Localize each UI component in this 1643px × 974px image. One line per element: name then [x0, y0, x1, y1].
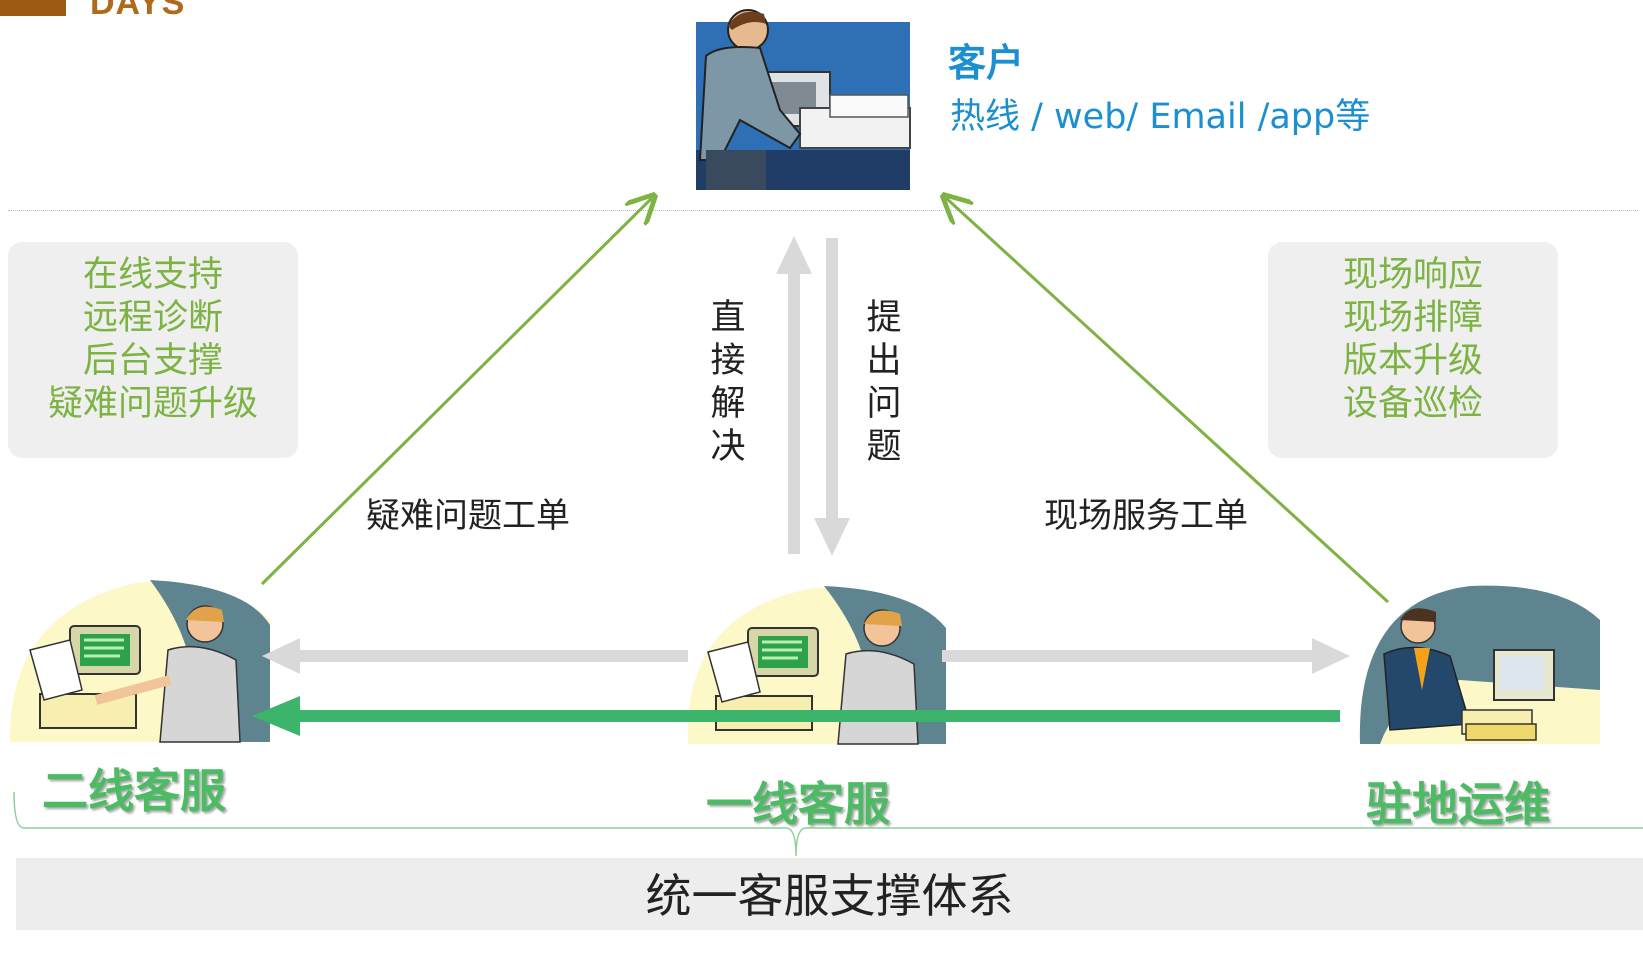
escalate-arrow — [260, 198, 652, 586]
footer-banner: 统一客服支撑体系 — [16, 858, 1643, 930]
to-onsite-gray-arrow — [942, 638, 1350, 674]
logo-bar — [0, 0, 66, 16]
raise-issue-label: 提 出 问 题 — [862, 297, 906, 469]
green-return-arrow — [252, 696, 1340, 736]
label-char: 接 — [710, 341, 746, 381]
second-line-role-label: 二线客服 — [42, 764, 226, 818]
logo: DAYS — [0, 0, 230, 22]
footer-title: 统一客服支撑体系 — [645, 869, 1014, 923]
businessman-at-computer-icon — [1359, 585, 1600, 744]
onsite-ops-role-label: 驻地运维 — [1366, 777, 1550, 831]
label-char: 问 — [866, 384, 902, 424]
capability-item: 设备巡检 — [1342, 384, 1483, 424]
label-char: 出 — [866, 341, 902, 381]
label-char: 提 — [866, 298, 902, 338]
onsite-arrow — [946, 198, 1390, 604]
to-second-line-gray-arrow — [262, 638, 688, 674]
direct-resolve-label: 直 接 解 决 — [706, 297, 750, 469]
capability-item: 后台支撑 — [82, 341, 223, 381]
customer-channels: 热线 / web/ Email /app等 — [950, 97, 1371, 137]
agent-at-computer-icon — [9, 580, 270, 743]
label-char: 决 — [710, 427, 746, 467]
person-at-computer-icon — [696, 9, 911, 190]
label-char: 解 — [710, 384, 746, 424]
first-line-role-label: 一线客服 — [706, 777, 890, 831]
capability-item: 现场响应 — [1342, 255, 1483, 295]
capability-item: 远程诊断 — [82, 298, 223, 338]
capability-item: 疑难问题升级 — [47, 384, 258, 424]
capability-item: 版本升级 — [1342, 341, 1483, 381]
onsite-capabilities-box: 现场响应 现场排障 版本升级 设备巡检 — [1268, 242, 1558, 458]
raise-issue-arrow — [814, 238, 850, 556]
agent-at-computer-icon — [687, 586, 946, 745]
grouping-bracket — [13, 791, 1643, 857]
label-char: 直 — [710, 298, 746, 338]
second-line-capabilities-box: 在线支持 远程诊断 后台支撑 疑难问题升级 — [8, 242, 298, 458]
difficult-issue-ticket-label: 疑难问题工单 — [366, 496, 570, 536]
direct-resolve-arrow — [776, 236, 812, 554]
capability-item: 现场排障 — [1342, 298, 1483, 338]
customer-title: 客户 — [948, 41, 1025, 85]
onsite-service-ticket-label: 现场服务工单 — [1044, 496, 1248, 536]
logo-text: DAYS — [90, 0, 186, 22]
separator-line — [8, 210, 1638, 211]
capability-item: 在线支持 — [82, 255, 223, 295]
label-char: 题 — [866, 427, 902, 467]
